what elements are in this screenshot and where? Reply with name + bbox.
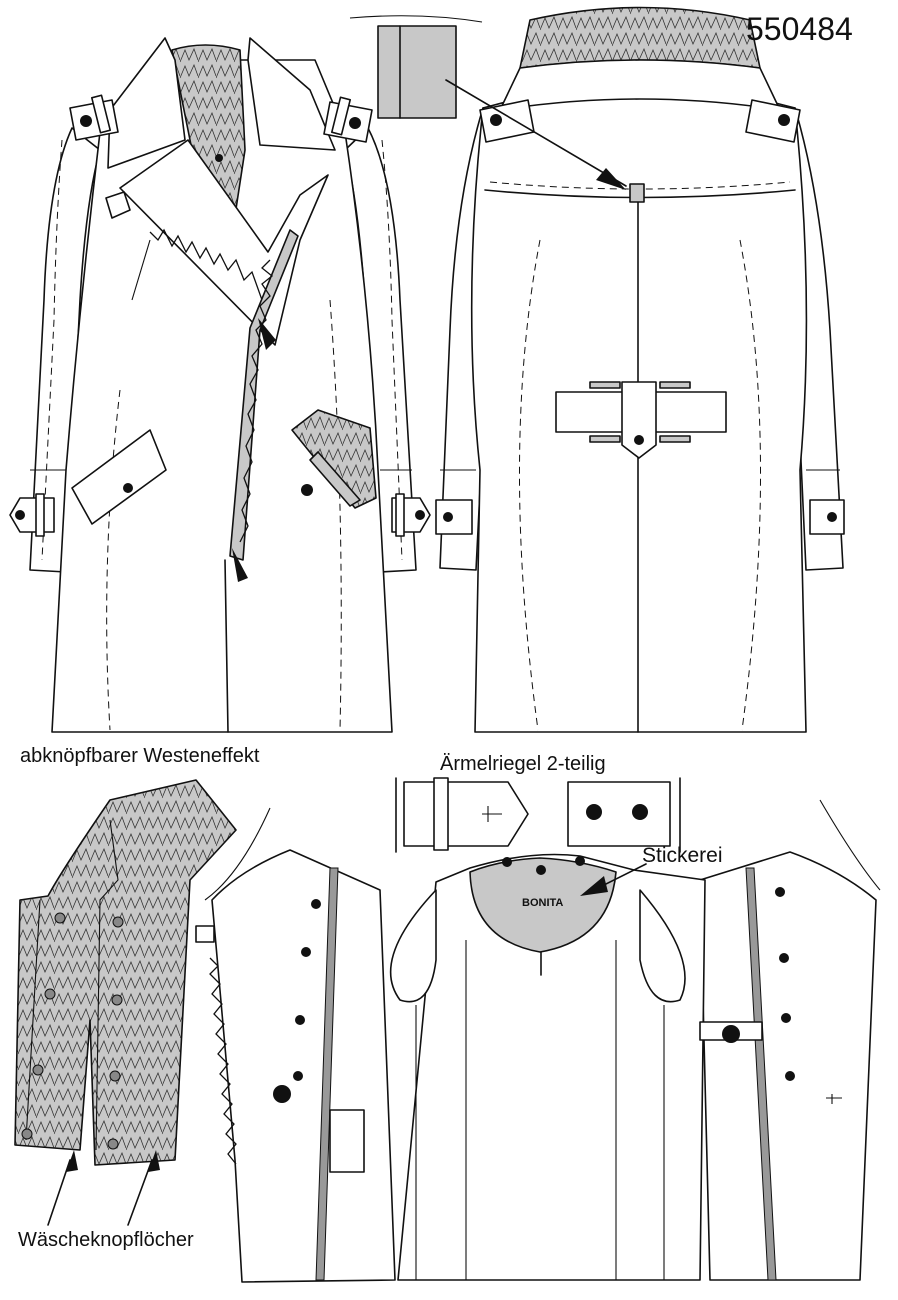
buttonhole-arrow [127,1159,153,1226]
inside-zip-tab [195,925,215,943]
inside-right-armhole [639,889,686,1003]
inside-buttonhole [826,1094,842,1104]
pocket-welt [309,451,361,507]
epaulette-button [349,117,361,129]
sleeve-tab-button [586,804,602,820]
coat-front-view [9,37,431,733]
vest-snap-buttons [21,912,124,1150]
buttonhole-arrow [47,1159,71,1226]
cuff-button [415,510,425,520]
sleeve-tab-buckle [433,777,449,851]
front-zipper-band [229,229,299,561]
epaulette-buckle [90,94,112,134]
laundry-buttonholes-label: Wäscheknopflöcher [18,1229,194,1251]
sleeve-tab-right [567,781,671,847]
inside-left-buttons [273,899,321,1103]
front-left-sleeve [29,127,101,573]
detail-arrow-line [445,79,627,187]
sleeve-tab-buttonhole [482,806,502,822]
zipper-pull-top [258,318,276,350]
front-right-sleeve-seam [381,139,403,561]
chest-tab [105,191,131,219]
article-number: 550484 [746,11,853,47]
embroidery-arrow-head [580,876,608,896]
embroidery-text: BONITA [522,897,563,909]
front-lapel-zigzag [149,228,263,301]
cuff-button [443,512,453,522]
epaulette-button [80,115,92,127]
back-neck-facing [469,857,617,953]
coat-inside-view: BONITA [195,799,881,1283]
front-collar [107,37,186,169]
front-zipper-teeth [239,259,274,543]
embroidery-label: Stickerei [642,844,723,867]
inside-pocket-button [722,1025,740,1043]
inside-left-zipper [209,957,237,1165]
inside-left-front [211,849,396,1283]
inside-left-shoulder [204,807,271,901]
cuff-button [15,510,25,520]
buttonhole-arrow-head [66,1150,78,1172]
epaulette-button [490,114,502,126]
cuff-button [827,512,837,522]
inside-right-zip-facing [745,867,777,1281]
chest-zipper [131,239,151,301]
detail-arrow-head [596,168,626,190]
back-left-cuff-tab [435,499,473,535]
inside-right-front [699,851,877,1281]
epaulette-buckle [330,96,352,136]
inside-left-zip-facing [315,867,339,1281]
back-quilted-collar [519,6,761,69]
facing-buttons [502,856,585,875]
inside-right-shoulder [819,799,881,891]
inside-left-armhole [389,889,437,1003]
inside-back-lining [397,853,706,1281]
removable-vest [14,779,237,1226]
vest-effect-label: abknöpfbarer Westeneffekt [20,745,260,767]
vest-quilted-piece [14,779,237,1166]
belt-loop [659,435,691,443]
front-button [301,484,313,496]
vest-edge [95,819,119,1151]
hanger-loop-detail [349,15,627,190]
front-princess-seam [106,389,121,731]
front-left-pocket-flap [71,429,167,525]
belt-loop [589,381,621,389]
front-collar-right [247,37,336,151]
zipper-pull-bottom [232,548,248,582]
inside-right-buttons [775,887,795,1081]
back-left-princess-seam [518,239,541,731]
front-left-sleeve-seam [41,139,63,561]
belt-button [634,435,644,445]
pocket-button [123,483,133,493]
back-right-princess-seam [739,239,762,731]
buttonhole-arrow-head [148,1150,160,1172]
cuff-buckle [395,493,405,537]
front-body [51,59,393,733]
sleeve-tab-button [632,804,648,820]
back-right-epaulette [745,99,801,143]
front-princess-seam-right [329,299,342,731]
epaulette-button [778,114,790,126]
vest-edge [25,899,41,1141]
front-center-line [224,559,229,733]
front-lapel [119,139,329,346]
detail-loop [377,25,457,119]
cuff-buckle [35,493,45,537]
sleeve-tab-left [403,781,529,847]
inside-pocket [329,1109,365,1173]
belt-loop [589,435,621,443]
hanger-loop [629,183,645,203]
sleeve-tab-label: Ärmelriegel 2-teilig [440,753,606,775]
belt-tab [621,381,657,459]
coat-back-view [435,6,845,733]
collar-button [215,154,223,162]
belt-loop [659,381,691,389]
sleeve-tab-detail [395,777,681,853]
detail-neck-curve [349,15,483,23]
